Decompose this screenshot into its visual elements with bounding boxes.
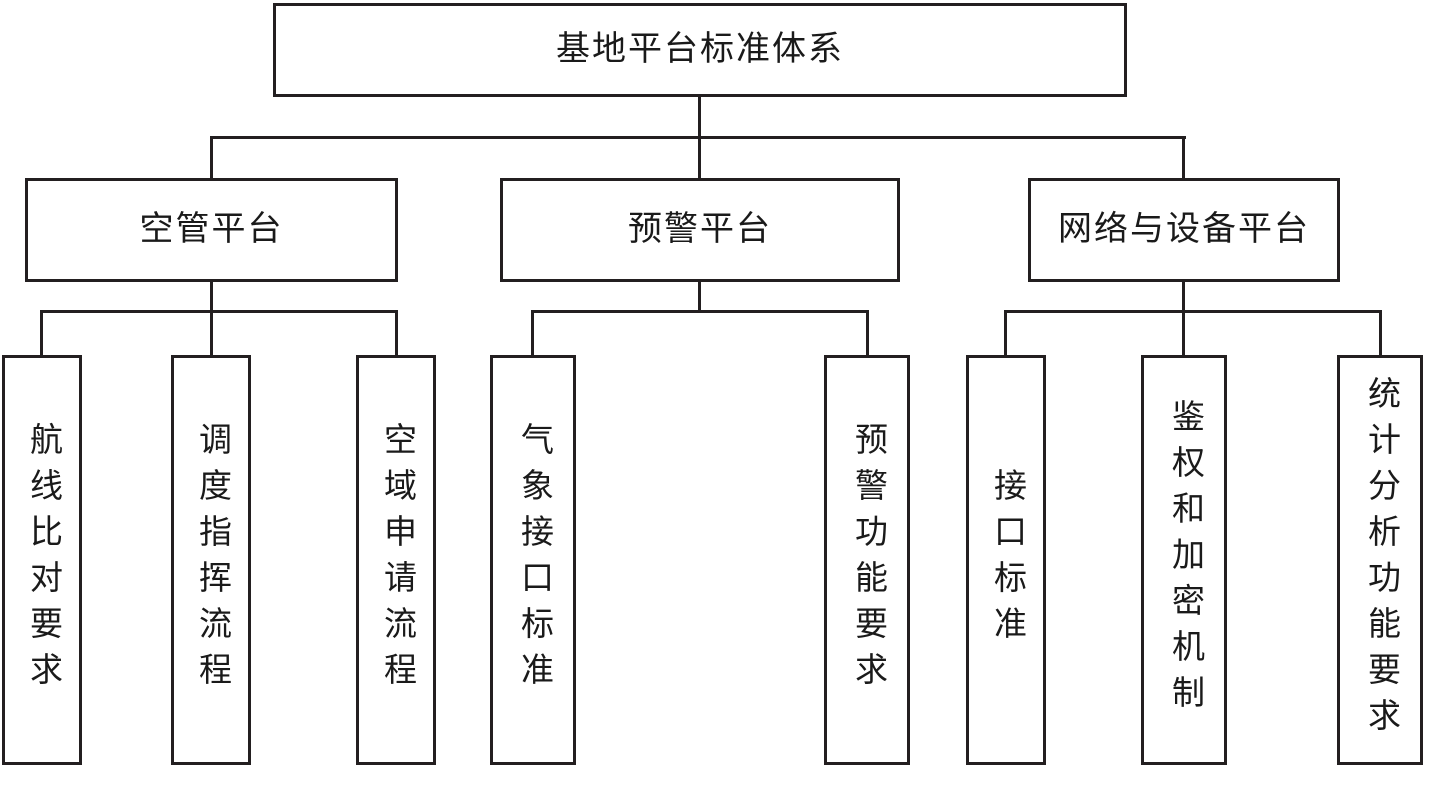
leaf-box-weather-interface-standard: 气象接口标准: [490, 355, 576, 765]
connector-network-horizontal: [1004, 310, 1382, 313]
branch-label-atc-platform: 空管平台: [139, 211, 284, 248]
connector-drop-weather-interface: [531, 310, 534, 355]
connector-drop-interface-standard: [1004, 310, 1007, 355]
connector-drop-warning-function: [866, 310, 869, 355]
branch-box-network-platform: 网络与设备平台: [1028, 178, 1340, 282]
branch-label-network-platform: 网络与设备平台: [1058, 211, 1310, 248]
connector-drop-atc-platform: [210, 136, 213, 178]
leaf-label-airspace-application-process: 空域申请流程: [378, 422, 415, 698]
leaf-label-warning-function-requirements: 预警功能要求: [849, 422, 886, 698]
leaf-box-airspace-application-process: 空域申请流程: [356, 355, 436, 765]
leaf-box-statistics-function-requirements: 统计分析功能要求: [1337, 355, 1423, 765]
leaf-box-interface-standard: 接口标准: [966, 355, 1046, 765]
connector-drop-network-platform: [1182, 136, 1185, 178]
connector-level1-horizontal: [210, 136, 1186, 139]
root-label: 基地平台标准体系: [556, 31, 844, 68]
leaf-box-warning-function-requirements: 预警功能要求: [824, 355, 910, 765]
leaf-label-dispatch-command-process: 调度指挥流程: [193, 422, 230, 698]
branch-box-atc-platform: 空管平台: [25, 178, 398, 282]
branch-box-warning-platform: 预警平台: [500, 178, 900, 282]
leaf-label-weather-interface-standard: 气象接口标准: [515, 422, 552, 698]
leaf-box-auth-encryption-mechanism: 鉴权和加密机制: [1141, 355, 1227, 765]
connector-network-to-children: [1182, 282, 1185, 355]
connector-drop-airspace-application: [395, 310, 398, 355]
connector-atc-to-children: [210, 282, 213, 355]
connector-warning-horizontal: [531, 310, 869, 313]
leaf-box-dispatch-command-process: 调度指挥流程: [171, 355, 251, 765]
leaf-box-route-comparison: 航线比对要求: [2, 355, 82, 765]
leaf-label-interface-standard: 接口标准: [988, 468, 1025, 652]
branch-label-warning-platform: 预警平台: [628, 211, 772, 248]
leaf-label-auth-encryption-mechanism: 鉴权和加密机制: [1166, 399, 1203, 721]
connector-drop-statistics-function: [1379, 310, 1382, 355]
root-box: 基地平台标准体系: [273, 3, 1127, 97]
connector-drop-route-comparison: [40, 310, 43, 355]
connector-atc-horizontal: [40, 310, 398, 313]
leaf-label-statistics-function-requirements: 统计分析功能要求: [1362, 376, 1399, 744]
leaf-label-route-comparison: 航线比对要求: [24, 422, 61, 698]
connector-warning-to-children: [698, 282, 701, 313]
